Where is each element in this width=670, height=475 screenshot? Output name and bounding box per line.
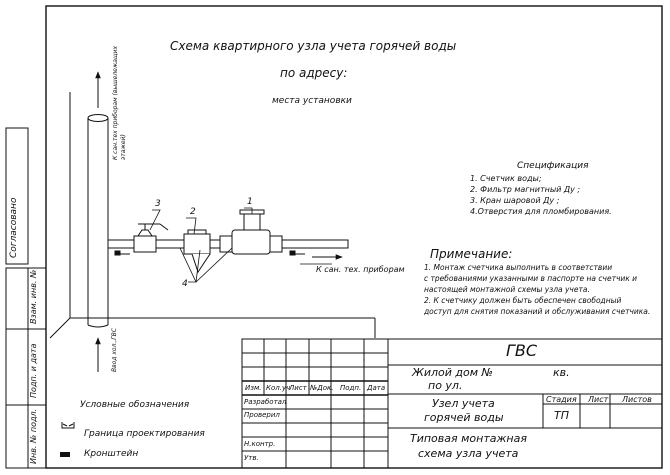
note-line: 2. К счетчику должен быть обеспечен своб… xyxy=(424,296,622,305)
stamp-inv-orig: Инв. № подл. xyxy=(29,408,38,464)
spec-heading: Спецификация xyxy=(517,161,589,171)
note-line: настоящей монтажной схемы узла учета. xyxy=(424,285,590,294)
stage-value: ТП xyxy=(554,409,569,422)
stamp-sign-date: Подп. и дата xyxy=(29,343,38,399)
drawing-title-1: Типовая монтажная xyxy=(410,432,527,445)
bracket-symbol xyxy=(60,452,70,457)
magnetic-filter xyxy=(183,229,211,274)
legend-boundary: Граница проектирования xyxy=(84,429,205,439)
tb-header-kol: Кол.уч xyxy=(266,384,291,392)
callout-3: 3 xyxy=(155,199,161,209)
address-label: по адресу: xyxy=(280,66,348,80)
legend-bracket: Кронштейн xyxy=(84,449,139,459)
tb-role-checker: Проверил xyxy=(244,411,280,419)
unit-line-1: Узел учета xyxy=(432,397,495,410)
wall-outline xyxy=(49,92,376,339)
note-heading: Примечание: xyxy=(430,247,513,261)
note-line: 1. Монтаж счетчика выполнить в соответст… xyxy=(424,263,613,272)
object-line-1: Жилой дом № xyxy=(412,366,493,379)
spec-item: 3. Кран шаровой Ду ; xyxy=(470,196,560,205)
unit-line-2: горячей воды xyxy=(424,411,504,424)
note-line: с требованиями указанными в паспорте на … xyxy=(424,274,638,283)
drawing-code: ГВС xyxy=(506,341,538,360)
stamp-agreed: Согласовано xyxy=(9,197,19,258)
tb-header-podp: Подп. xyxy=(340,384,362,392)
leader-lines xyxy=(149,207,253,283)
note-line: доступ для снятия показаний и обслуживан… xyxy=(424,307,651,316)
sheet-header: Лист xyxy=(588,395,609,404)
tb-header-date: Дата xyxy=(367,384,386,392)
stamp-replaced: Взам. инв. № xyxy=(29,269,38,324)
boundary-symbol xyxy=(61,422,75,429)
callout-2: 2 xyxy=(190,207,196,217)
side-stamp-grid xyxy=(5,127,47,469)
sheets-header: Листов xyxy=(622,395,652,404)
spec-item: 1. Счетчик воды; xyxy=(470,174,542,183)
object-line-2: по ул. xyxy=(428,379,463,392)
water-meter xyxy=(219,209,283,255)
object-apartment: кв. xyxy=(553,366,570,379)
tb-role-approved: Утв. xyxy=(244,454,259,462)
tb-header-list: Лист xyxy=(289,384,307,392)
drawing-title-2: схема узла учета xyxy=(418,447,519,460)
riser-pipe xyxy=(87,114,109,328)
legend-heading: Условные обозначения xyxy=(80,400,190,410)
location-label: места установки xyxy=(272,96,352,106)
riser-bottom-label: Ввод хол.,ГВС xyxy=(111,328,118,372)
tb-header-ndok: №Док. xyxy=(310,384,334,392)
diagram-title: Схема квартирного узла учета горячей вод… xyxy=(170,39,457,53)
spec-item: 2. Фильтр магнитный Ду ; xyxy=(470,185,581,194)
riser-top-label: К сан.тех приборам (вышележащих этажей) xyxy=(112,45,127,160)
title-block-grid xyxy=(241,338,663,469)
to-devices-label: К сан. тех. приборам xyxy=(316,265,405,274)
callout-4: 4 xyxy=(182,279,188,289)
stage-header: Стадия xyxy=(546,395,577,404)
tb-role-developer: Разработал xyxy=(244,398,287,406)
tb-header-izm: Изм. xyxy=(245,384,262,392)
spec-item: 4.Отверстия для пломбирования. xyxy=(470,207,612,216)
ball-valve xyxy=(133,223,169,253)
tb-role-normcontrol: Н.контр. xyxy=(244,440,276,448)
callout-1: 1 xyxy=(247,197,253,207)
